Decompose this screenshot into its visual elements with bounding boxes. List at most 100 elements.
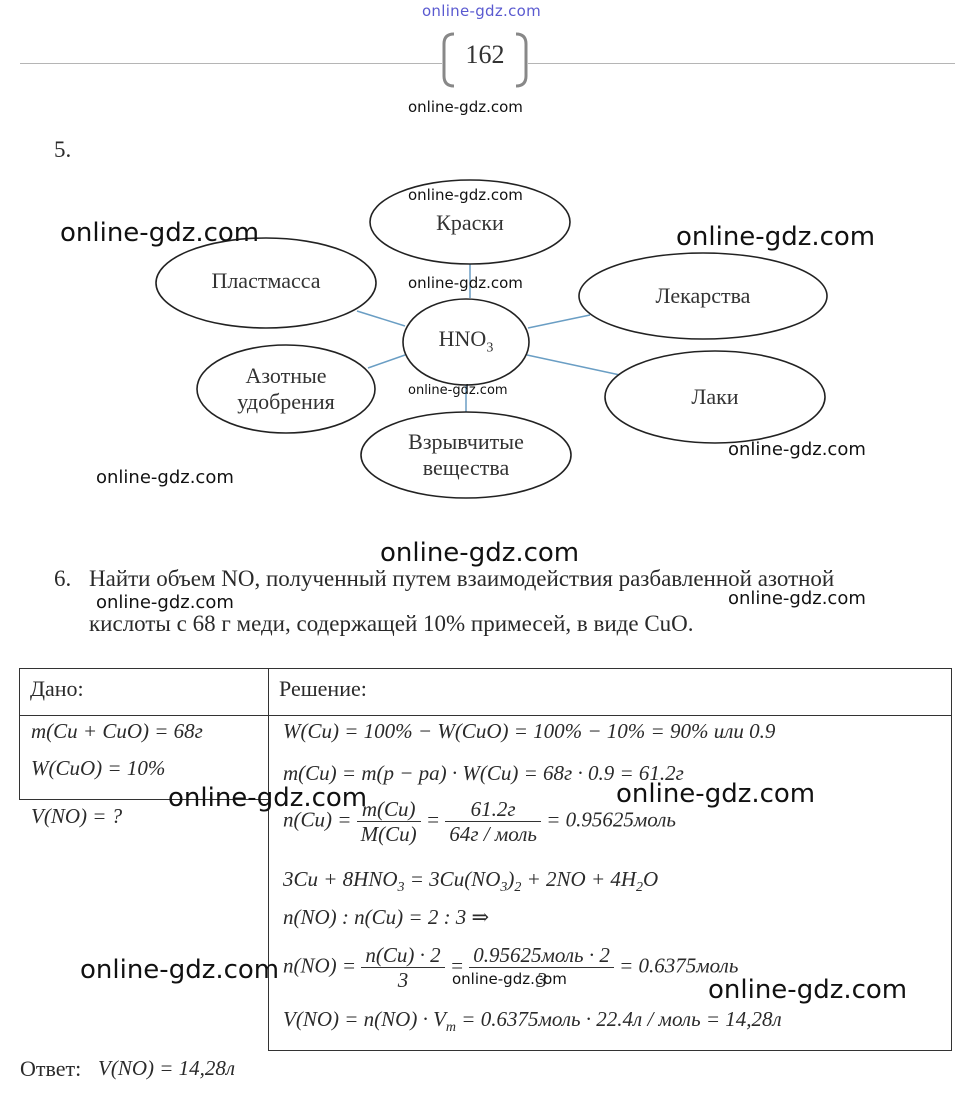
answer-value: V(NO) = 14,28л (98, 1056, 236, 1080)
sol3-num1: m(Cu) (356, 797, 421, 822)
hno3-sub: 3 (486, 340, 494, 356)
solution-line-3: n(Cu) = m(Cu) M(Cu) = 61.2г 64г / моль =… (283, 797, 676, 846)
sol6-num1: n(Cu) · 2 (361, 943, 445, 968)
eq-part-i: O (643, 867, 659, 891)
node-fertilizer-line1: Азотные (245, 363, 327, 388)
sol6-num2: 0.95625моль · 2 (469, 943, 614, 968)
eq-part-g: + 2NO + 4H (521, 867, 637, 891)
sol6-fraction-2: 0.95625моль · 2 3 (469, 943, 614, 992)
node-fertilizer-ellipse (196, 344, 376, 434)
node-explosive-line2: вещества (422, 455, 510, 480)
sol3-fraction-2: 61.2г 64г / моль (445, 797, 541, 846)
eq-part-a: 3Cu + 8HNO (283, 867, 398, 891)
watermark: online-gdz.com (728, 439, 866, 460)
table-border-top (19, 668, 952, 669)
sol3-eq: = (425, 807, 441, 832)
watermark: online-gdz.com (80, 955, 280, 985)
header-rule-right (528, 63, 955, 64)
node-medicine-label: Лекарства (655, 283, 751, 308)
node-fertilizer-line2: удобрения (237, 389, 335, 414)
node-explosive-ellipse (360, 411, 572, 499)
solution-line-7: V(NO) = n(NO) · Vm = 0.6375моль · 22.4л … (283, 1007, 782, 1036)
watermark: online-gdz.com (96, 467, 234, 488)
solution-line-4-equation: 3Cu + 8HNO3 = 3Cu(NO3)2 + 2NO + 4H2O (283, 867, 658, 896)
node-explosive-line1: Взрывчитые (408, 429, 524, 454)
answer-label: Ответ: (20, 1056, 82, 1081)
sol6-fraction-1: n(Cu) · 2 3 (361, 943, 445, 992)
eq-sub-h: 2 (636, 880, 644, 896)
table-header-divider (19, 715, 952, 716)
connector-lines (356, 264, 621, 413)
node-paints-label: Краски (436, 210, 504, 235)
watermark: online-gdz.com (168, 783, 368, 813)
connector-medicine (527, 314, 591, 329)
sol6-den1: 3 (397, 968, 409, 992)
watermark: online-gdz.com (380, 538, 580, 568)
given-fraction: W(CuO) = 10% (31, 756, 166, 780)
sol3-lhs: n(Cu) = (283, 807, 352, 832)
node-hno3-label: HNO3 (416, 326, 516, 361)
sol7-part-b: = 0.6375моль · 22.4л / моль = 14,28л (456, 1007, 782, 1031)
task6-text-line1: Найти объем NO, полученный путем взаимод… (89, 566, 835, 591)
watermark: online-gdz.com (408, 383, 508, 398)
watermark: online-gdz.com (408, 186, 523, 204)
watermark: online-gdz.com (408, 98, 523, 116)
node-fertilizer-label: Азотные удобрения (206, 363, 366, 415)
sol7-sub: m (445, 1020, 457, 1036)
node-varnish-label: Лаки (691, 384, 739, 409)
node-plastic-ellipse (155, 237, 377, 329)
node-paints-ellipse (369, 179, 571, 265)
solution-line-1: W(Cu) = 100% − W(CuO) = 100% − 10% = 90%… (283, 719, 776, 743)
watermark: online-gdz.com (60, 218, 260, 248)
page-number-bracket (442, 32, 528, 88)
table-border-right (951, 668, 952, 1050)
watermark: online-gdz.com (452, 970, 567, 988)
sol3-den2: 64г / моль (449, 822, 537, 846)
node-plastic-label: Пластмасса (211, 268, 321, 293)
task-number-5: 5. (54, 137, 72, 162)
task6-text-line2: кислоты с 68 г меди, содержащей 10% прим… (89, 611, 694, 636)
eq-sub-b: 3 (397, 880, 405, 896)
sol6-lhs: n(NO) = (283, 953, 357, 978)
connector-varnish (526, 354, 621, 376)
solution-header: Решение: (279, 676, 367, 701)
watermark: online-gdz.com (728, 588, 866, 609)
solution-line-2: m(Cu) = m(p − pa) · W(Cu) = 68г · 0.9 = … (283, 761, 684, 785)
node-varnish-ellipse (604, 350, 826, 444)
watermark: online-gdz.com (676, 222, 876, 252)
find-volume: V(NO) = ? (31, 804, 123, 828)
table-border-bottom (268, 1050, 952, 1051)
connector-fertilizer (367, 354, 406, 369)
eq-sub-d: 3 (500, 880, 508, 896)
task-number-6: 6. (54, 566, 72, 591)
sol6-eq: = (449, 953, 465, 978)
node-medicine-ellipse (578, 252, 828, 340)
solution-line-5: n(NO) : n(Cu) = 2 : 3 ⇒ (283, 905, 490, 929)
hno3-main: HNO (438, 326, 487, 351)
sol6-rhs: = 0.6375моль (619, 953, 739, 978)
eq-part-e: ) (507, 867, 515, 891)
watermark: online-gdz.com (616, 779, 816, 809)
table-column-divider (268, 668, 269, 1050)
sol3-fraction-1: m(Cu) M(Cu) (356, 797, 421, 846)
header-rule-left (20, 63, 442, 64)
sol7-part-a: V(NO) = n(NO) · V (283, 1007, 446, 1031)
table-border-left (19, 668, 20, 800)
connector-plastic (356, 310, 406, 327)
sol3-den1: M(Cu) (360, 822, 417, 846)
eq-part-c: = 3Cu(NO (404, 867, 501, 891)
node-hno3-ellipse (402, 298, 530, 386)
sol6-den2: 3 (536, 968, 547, 992)
watermark: online-gdz.com (408, 274, 523, 292)
watermark: online-gdz.com (708, 975, 908, 1005)
hno3-applications-diagram (155, 179, 828, 499)
given-mass: m(Cu + CuO) = 68г (31, 719, 203, 743)
watermark: online-gdz.com (96, 592, 234, 613)
sol3-num2: 61.2г (445, 797, 541, 822)
top-watermark: online-gdz.com (421, 2, 542, 20)
node-explosive-label: Взрывчитые вещества (376, 429, 556, 481)
eq-sub-f: 2 (514, 880, 522, 896)
page-number: 162 (465, 40, 505, 69)
solution-line-6: n(NO) = n(Cu) · 2 3 = 0.95625моль · 2 3 … (283, 943, 738, 992)
given-header: Дано: (30, 676, 84, 701)
